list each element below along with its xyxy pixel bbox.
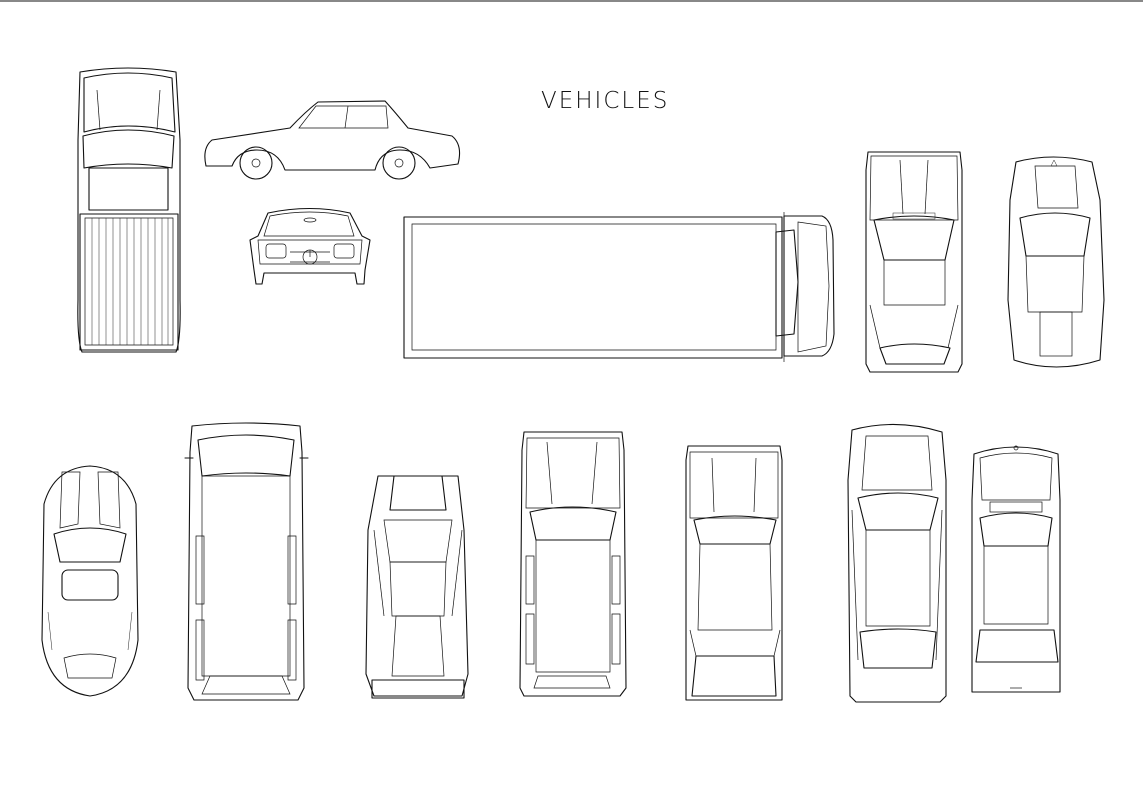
roadster-front-view <box>249 207 371 285</box>
box-truck-top-view <box>403 212 835 362</box>
sports-coupe-a-top-view <box>1007 156 1105 368</box>
hatchback-a-top-view <box>865 151 963 373</box>
van-top-view <box>184 422 309 701</box>
drawing-title: VEHICLES <box>541 88 669 114</box>
pickup-truck-top-view <box>77 67 181 353</box>
station-wagon-top-view <box>519 431 627 697</box>
sports-car-round-top-view <box>41 465 139 697</box>
coupe-long-top-view <box>847 423 947 703</box>
sedan-b-top-view <box>685 445 783 701</box>
sedan-side-view <box>204 100 461 180</box>
compact-car-top-view <box>971 445 1061 693</box>
supercar-top-view <box>365 475 469 699</box>
